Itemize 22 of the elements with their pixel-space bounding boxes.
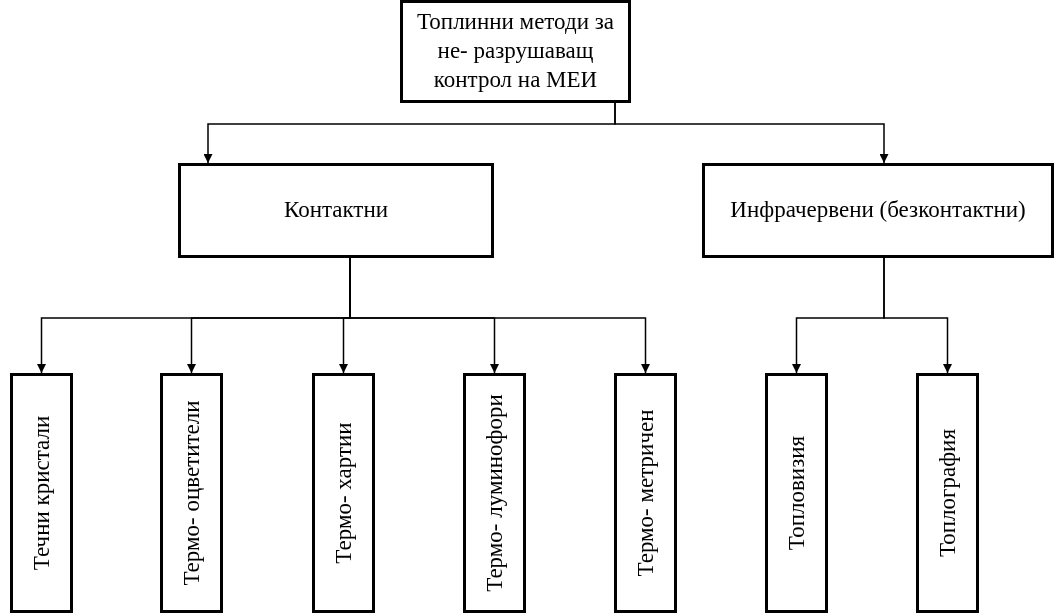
method-label: Термо- оцветители xyxy=(177,399,205,588)
arrow xyxy=(883,257,952,374)
method-box xyxy=(765,373,828,613)
method-label: Топлография xyxy=(933,428,961,560)
method-box xyxy=(614,373,677,613)
box-label: Контактни xyxy=(282,196,390,225)
method-label: Термо- метричен xyxy=(631,408,659,579)
method-box xyxy=(463,373,526,613)
box-label: Инфрачервени (безконтактни) xyxy=(729,196,1027,225)
method-label: Топловизия xyxy=(782,434,810,553)
method-label: Термо- хартии xyxy=(329,421,357,566)
top-box xyxy=(400,0,631,103)
method-box xyxy=(916,373,979,613)
method-label: Термо- луминофори xyxy=(480,393,508,594)
category-box xyxy=(178,163,494,258)
method-label: Течни кристали xyxy=(27,414,55,573)
arrow xyxy=(614,102,889,164)
method-box xyxy=(10,373,73,613)
category-box xyxy=(702,163,1054,258)
method-box xyxy=(160,373,223,613)
box-label: Топлинни методи за не- разрушаващ контрол на МЕИ xyxy=(416,8,615,94)
method-box xyxy=(312,373,375,613)
